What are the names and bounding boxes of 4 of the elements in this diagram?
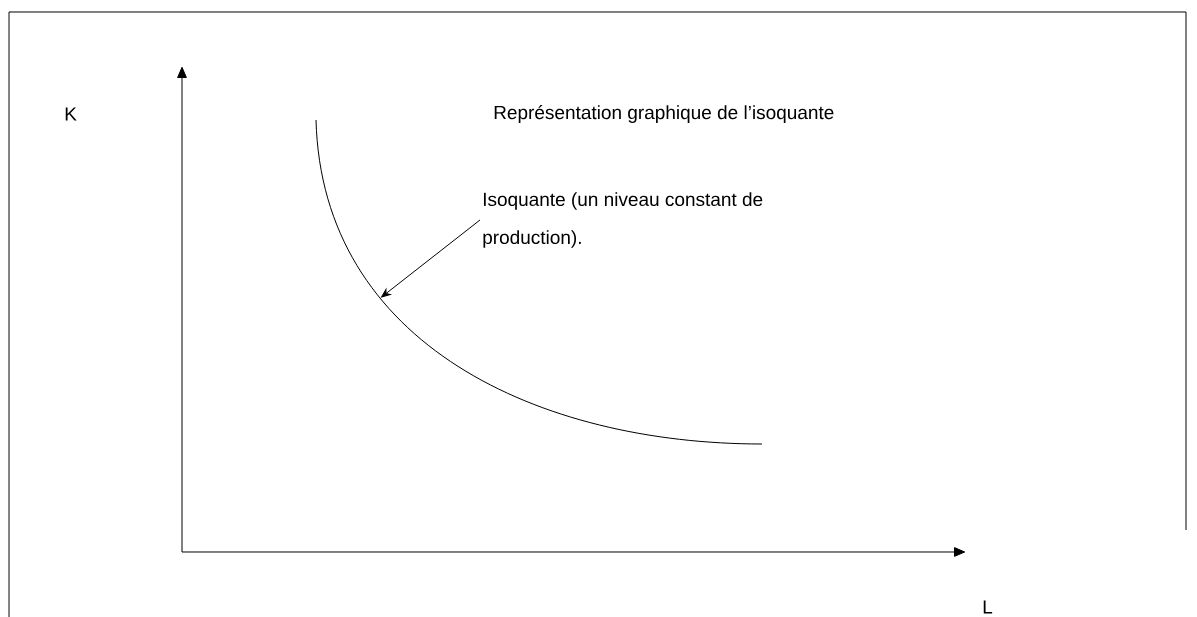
axis-label: L [983,600,993,614]
leader-arrow [381,219,481,298]
axis-label: K [65,107,77,121]
chart-title: Représentation graphique de l’isoquante [494,105,834,123]
